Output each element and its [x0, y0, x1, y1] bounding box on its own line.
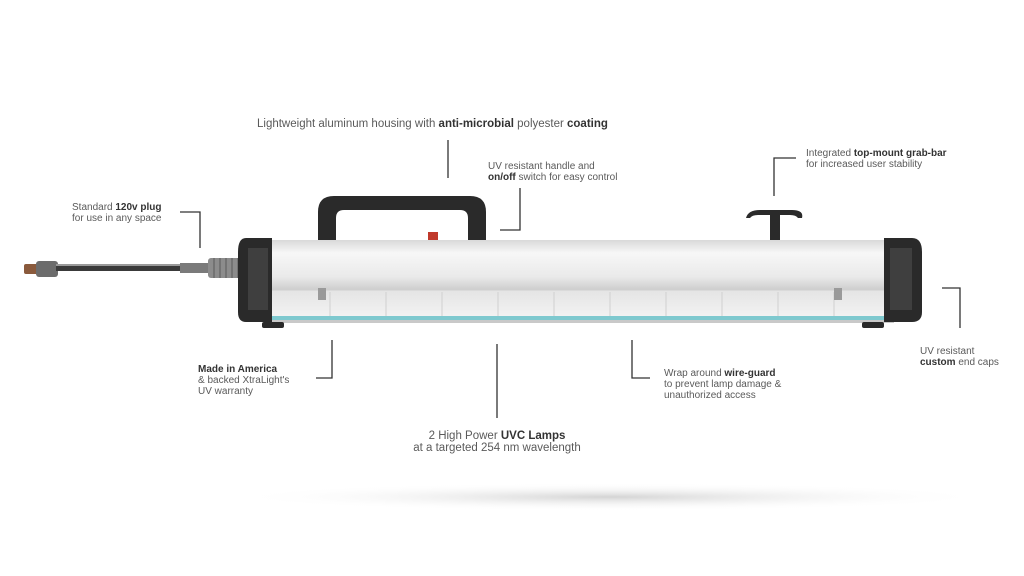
callout-america-bold: Made in America	[198, 364, 278, 375]
callout-plug-text: Standard	[72, 202, 116, 213]
callout-lamps-line-2: at a targeted 254 nm wavelength	[413, 442, 581, 454]
callout-housing-bold-1: anti-microbial	[438, 118, 514, 130]
callout-plug: Standard 120v plug for use in any space	[72, 202, 162, 224]
callout-wire-guard-text: Wrap around	[664, 368, 725, 379]
power-cord	[24, 258, 242, 278]
callout-wire-guard-bold: wire-guard	[724, 368, 776, 379]
callout-wire-guard-line-2: to prevent lamp damage &	[664, 379, 782, 390]
callout-housing-bold-2: coating	[567, 118, 608, 130]
callout-wire-guard: Wrap around wire-guard to prevent lamp d…	[664, 368, 781, 401]
callout-wire-guard-line-3: unauthorized access	[664, 390, 756, 401]
callout-end-caps-bold: custom	[920, 357, 956, 368]
callout-handle-line-2: switch for easy control	[515, 172, 618, 183]
uvc-lamp-glow	[266, 316, 894, 321]
handle	[318, 196, 486, 246]
callout-america-line-3: UV warranty	[198, 386, 254, 397]
housing	[250, 240, 910, 323]
on-off-switch	[428, 232, 438, 244]
callout-lamps: 2 High Power UVC Lamps at a targeted 254…	[384, 430, 610, 454]
callout-grab-bar-bold: top-mount grab-bar	[853, 148, 947, 159]
callout-plug-bold: 120v plug	[115, 202, 162, 213]
callout-end-caps-line-2: end caps	[955, 357, 999, 368]
right-end-cap	[862, 238, 922, 328]
callout-america: Made in America & backed XtraLight's UV …	[198, 364, 289, 397]
callout-grab-bar: Integrated top-mount grab-bar for increa…	[806, 148, 947, 170]
callout-end-caps-line-1: UV resistant	[920, 346, 975, 357]
callout-housing: Lightweight aluminum housing with anti-m…	[257, 118, 608, 131]
left-end-cap	[238, 238, 284, 328]
floor-shadow	[230, 483, 990, 511]
callout-housing-text: Lightweight aluminum housing with	[257, 118, 439, 130]
callout-handle-bold: on/off	[488, 172, 516, 183]
leader-lines	[180, 140, 961, 418]
callout-handle: UV resistant handle and on/off switch fo…	[488, 161, 617, 183]
callout-america-line-2: & backed XtraLight's	[198, 375, 290, 386]
callout-end-caps: UV resistant custom end caps	[920, 346, 999, 368]
callout-plug-line-2: for use in any space	[72, 213, 162, 224]
callout-handle-line-1: UV resistant handle and	[488, 161, 595, 172]
callout-lamps-bold: UVC Lamps	[500, 430, 566, 442]
callout-lamps-text: 2 High Power	[428, 430, 501, 442]
callout-grab-bar-line-2: for increased user stability	[806, 159, 923, 170]
callout-housing-text-2: polyester	[513, 118, 568, 130]
callout-grab-bar-text: Integrated	[806, 148, 854, 159]
